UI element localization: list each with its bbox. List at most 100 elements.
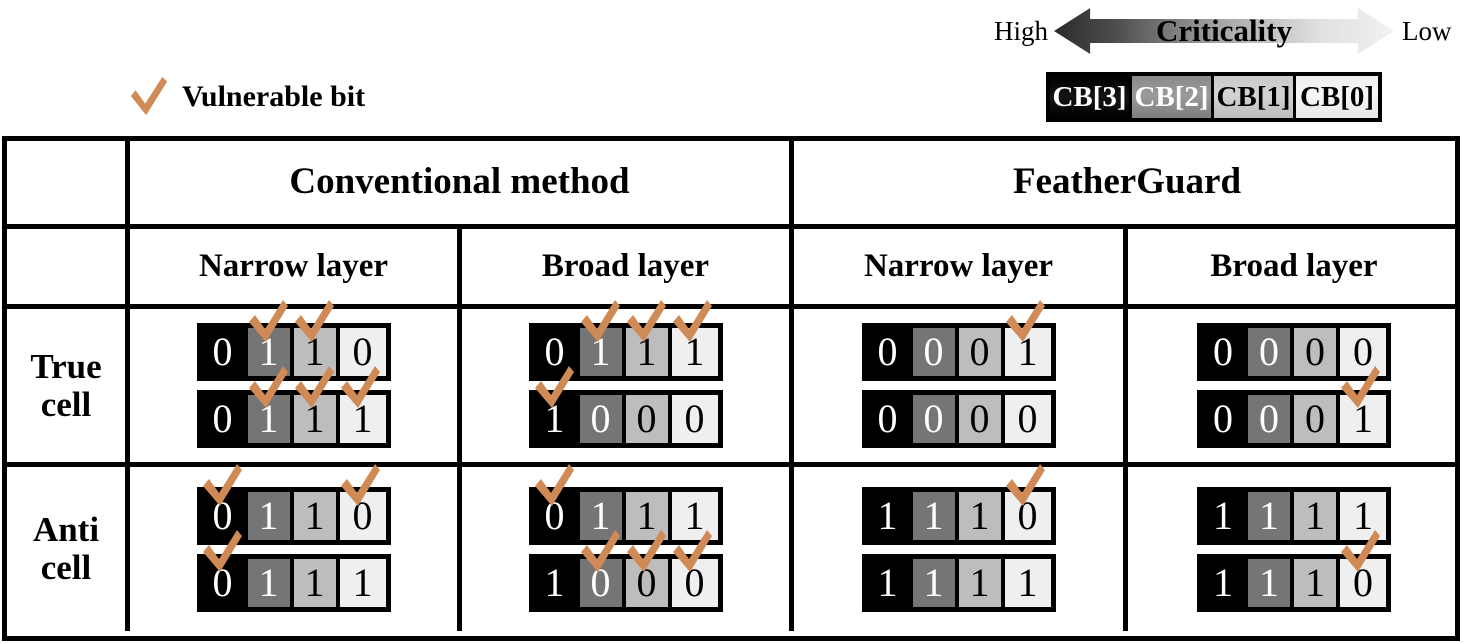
bit-cell-cb2: 1	[912, 558, 959, 607]
bit-value: 0	[1305, 396, 1325, 441]
bit-cell-cb0: 0	[1004, 395, 1051, 443]
bit-cell-cb2: 1	[247, 558, 294, 607]
bit-cell-cb0: 1	[1340, 366, 1386, 443]
table-header-row-groups: Conventional method FeatherGuard	[7, 141, 1455, 229]
bit-value: 0	[1017, 396, 1038, 441]
bit-value: 0	[636, 559, 657, 605]
bit-value: 1	[1259, 492, 1279, 538]
bit-value: 1	[1305, 559, 1325, 605]
bit-cell-cb2: 1	[912, 491, 959, 540]
bit-value: 1	[636, 329, 657, 374]
sub-header-conv-narrow: Narrow layer	[130, 229, 462, 304]
bit-value: 0	[969, 329, 990, 374]
check-icon	[128, 75, 170, 119]
sub-header-fg-broad: Broad layer	[1128, 229, 1460, 304]
bit-cell-cb2: 1	[1248, 491, 1294, 540]
bit-cell-cb3: 1	[866, 558, 913, 607]
bit-value: 1	[544, 559, 565, 605]
bit-value: 1	[1305, 492, 1325, 538]
bit-value: 0	[1353, 329, 1373, 374]
bit-cell-cb3: 0	[533, 463, 580, 540]
bit-cell-cb0: 1	[671, 300, 718, 376]
group-header-featherguard: FeatherGuard	[794, 141, 1460, 224]
bit-cell-cb3: 0	[533, 328, 580, 376]
bit-value: 0	[923, 396, 944, 441]
row-label-true-cell: True cell	[7, 309, 130, 462]
group-header-conventional: Conventional method	[130, 141, 794, 224]
table-header-row-layers: Narrow layer Broad layer Narrow layer Br…	[7, 229, 1455, 309]
bit-value: 1	[684, 329, 705, 374]
bit-value: 1	[258, 396, 279, 441]
bit-cell-cb3: 0	[1202, 328, 1248, 376]
bit-cell-cb1: 0	[1294, 395, 1340, 443]
bit-cell-cb1: 1	[1294, 491, 1340, 540]
bit-value: 1	[1017, 329, 1038, 374]
bit-cell-cb0: 0	[1340, 529, 1386, 607]
bit-value: 0	[1213, 396, 1233, 441]
bit-value: 0	[877, 396, 898, 441]
cb-legend-box-3: CB[3]	[1050, 76, 1132, 118]
bit-cell-cb2: 1	[1248, 558, 1294, 607]
bit-cell-cb1: 0	[958, 395, 1005, 443]
bit-value: 0	[877, 329, 898, 374]
bit-value: 0	[544, 329, 565, 374]
bit-value: 0	[969, 396, 990, 441]
bit-cell-cb2: 0	[1248, 395, 1294, 443]
bit-cell-cb2: 0	[579, 395, 626, 443]
bit-cell-cb1: 1	[293, 366, 340, 443]
bit-value: 0	[1259, 396, 1279, 441]
criticality-arrow-icon: Criticality	[1054, 7, 1394, 55]
bit-value: 1	[1017, 559, 1038, 605]
comparison-table: Conventional method FeatherGuard Narrow …	[2, 136, 1460, 641]
bit-cell-cb0: 1	[1340, 491, 1386, 540]
vulnerable-bit-label: Vulnerable bit	[182, 80, 366, 113]
row-label-anti-line1: Anti	[32, 510, 100, 550]
bit-value: 0	[212, 396, 233, 441]
bit-cell-cb1: 1	[293, 491, 340, 540]
cb-legend-box-0: CB[0]	[1296, 76, 1378, 118]
bit-value: 1	[590, 329, 611, 374]
bit-cell-cb2: 0	[912, 328, 959, 376]
bit-cell-cb1: 0	[625, 395, 672, 443]
bit-value: 0	[590, 396, 611, 441]
bit-value: 1	[258, 492, 279, 538]
cb-legend-box-1: CB[1]	[1214, 76, 1296, 118]
bit-cell-cb1: 0	[958, 328, 1005, 376]
bit-cell-cb1: 1	[625, 300, 672, 376]
bit-cell-cb3: 1	[1202, 558, 1248, 607]
bit-value: 0	[923, 329, 944, 374]
bit-value: 1	[304, 492, 325, 538]
bit-value: 0	[1259, 329, 1279, 374]
bit-cell-cb1: 0	[1294, 328, 1340, 376]
bit-value: 0	[1213, 329, 1233, 374]
bit-value: 0	[684, 559, 705, 605]
bit-cell-cb2: 1	[247, 491, 294, 540]
sub-header-fg-narrow: Narrow layer	[794, 229, 1128, 304]
bit-cell-cb2: 0	[579, 529, 626, 607]
bit-cell-cb3: 0	[201, 395, 248, 443]
bit-value: 0	[352, 329, 373, 374]
bit-cell-cb2: 0	[912, 395, 959, 443]
bit-value: 0	[544, 492, 565, 538]
vulnerable-bit-legend: Vulnerable bit	[128, 75, 365, 119]
table-corner-cell	[7, 141, 130, 224]
bit-value: 1	[969, 559, 990, 605]
